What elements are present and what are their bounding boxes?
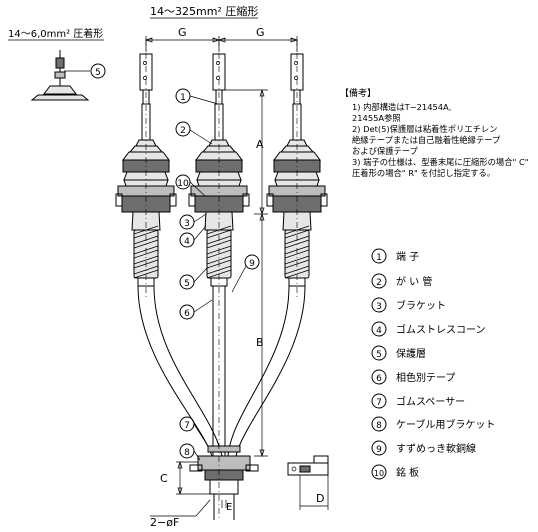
note-line-6: 3) 端子の仕様は、型番末尾に圧縮形の場合" C" — [352, 157, 529, 167]
note-line-3: 2) Det(5)保護層は粘着性ポリエチレン — [352, 124, 498, 134]
legend-num-2: 2 — [376, 278, 382, 288]
note-line-5: および保護テープ — [352, 146, 419, 156]
parts-legend: 1 端 子 2 が い 管 3 ブラケット 4 ゴムストレスコーン 5 保護層 … — [371, 248, 495, 480]
note-line-2: 21455A参照 — [352, 113, 401, 123]
cable-runs — [137, 285, 306, 457]
legend-num-7: 7 — [376, 398, 382, 408]
dim-g-right: G — [256, 26, 265, 39]
legend-label-4: ゴムストレスコーン — [396, 323, 486, 336]
callout-8: 8 — [184, 448, 190, 458]
dim-c: C — [160, 472, 168, 485]
legend-num-6: 6 — [376, 374, 382, 384]
legend-label-9: すずめっき軟銅線 — [396, 442, 476, 455]
legend-label-3: ブラケット — [396, 299, 446, 312]
left-size-label: 14～6,0mm² 圧着形 — [8, 27, 103, 40]
callout-6: 6 — [184, 309, 190, 319]
callout-7: 7 — [184, 421, 190, 431]
dim-b: B — [256, 336, 264, 349]
note-line-7: 圧着形の場合" R" を付記し指定する。 — [352, 168, 495, 178]
legend-label-6: 相色別テープ — [396, 371, 455, 384]
callout-4: 4 — [184, 237, 190, 247]
legend-num-5: 5 — [376, 350, 382, 360]
callouts: 1 2 10 3 4 5 6 9 7 8 — [175, 88, 260, 461]
callout-10: 10 — [177, 179, 189, 189]
notes-block: 【備考】 1) 内部構造はT−21454A, 21455A参照 2) Det(5… — [340, 87, 529, 178]
dim-g-left: G — [178, 26, 187, 39]
legend-label-10: 銘 板 — [396, 466, 419, 479]
dim-d: D — [316, 492, 324, 505]
legend-num-9: 9 — [376, 445, 382, 455]
legend-num-3: 3 — [376, 302, 382, 312]
callout-1: 1 — [180, 93, 186, 103]
top-size-label: 14～325mm² 圧縮形 — [150, 4, 258, 18]
bracket-side-view — [287, 455, 329, 476]
legend-label-2: が い 管 — [396, 275, 432, 288]
legend-num-1: 1 — [376, 253, 382, 263]
note-line-1: 1) 内部構造はT−21454A, — [352, 102, 451, 112]
legend-label-1: 端 子 — [396, 250, 419, 263]
dim-e: E — [226, 502, 232, 513]
cable-bracket — [189, 455, 259, 520]
crimp-terminal-detail: 14～6,0mm² 圧着形 5 — [8, 27, 106, 101]
legend-num-10: 10 — [374, 469, 384, 478]
dim-a: A — [256, 138, 264, 151]
callout-3: 3 — [184, 219, 190, 229]
legend-label-8: ケーブル用ブラケット — [396, 418, 495, 431]
legend-num-8: 8 — [376, 421, 382, 431]
callout-2: 2 — [180, 126, 186, 136]
legend-label-5: 保護層 — [396, 347, 426, 360]
note-line-4: 絶縁テープまたは自己融着性絶縁テープ — [352, 135, 501, 145]
dim-f: 2−øF — [150, 516, 179, 529]
notes-heading: 【備考】 — [340, 87, 376, 99]
legend-label-7: ゴムスペーサー — [396, 395, 465, 408]
callout-5: 5 — [184, 279, 190, 289]
callout-9: 9 — [249, 259, 255, 269]
legend-num-4: 4 — [376, 326, 382, 336]
callout-5-detail: 5 — [95, 68, 101, 78]
